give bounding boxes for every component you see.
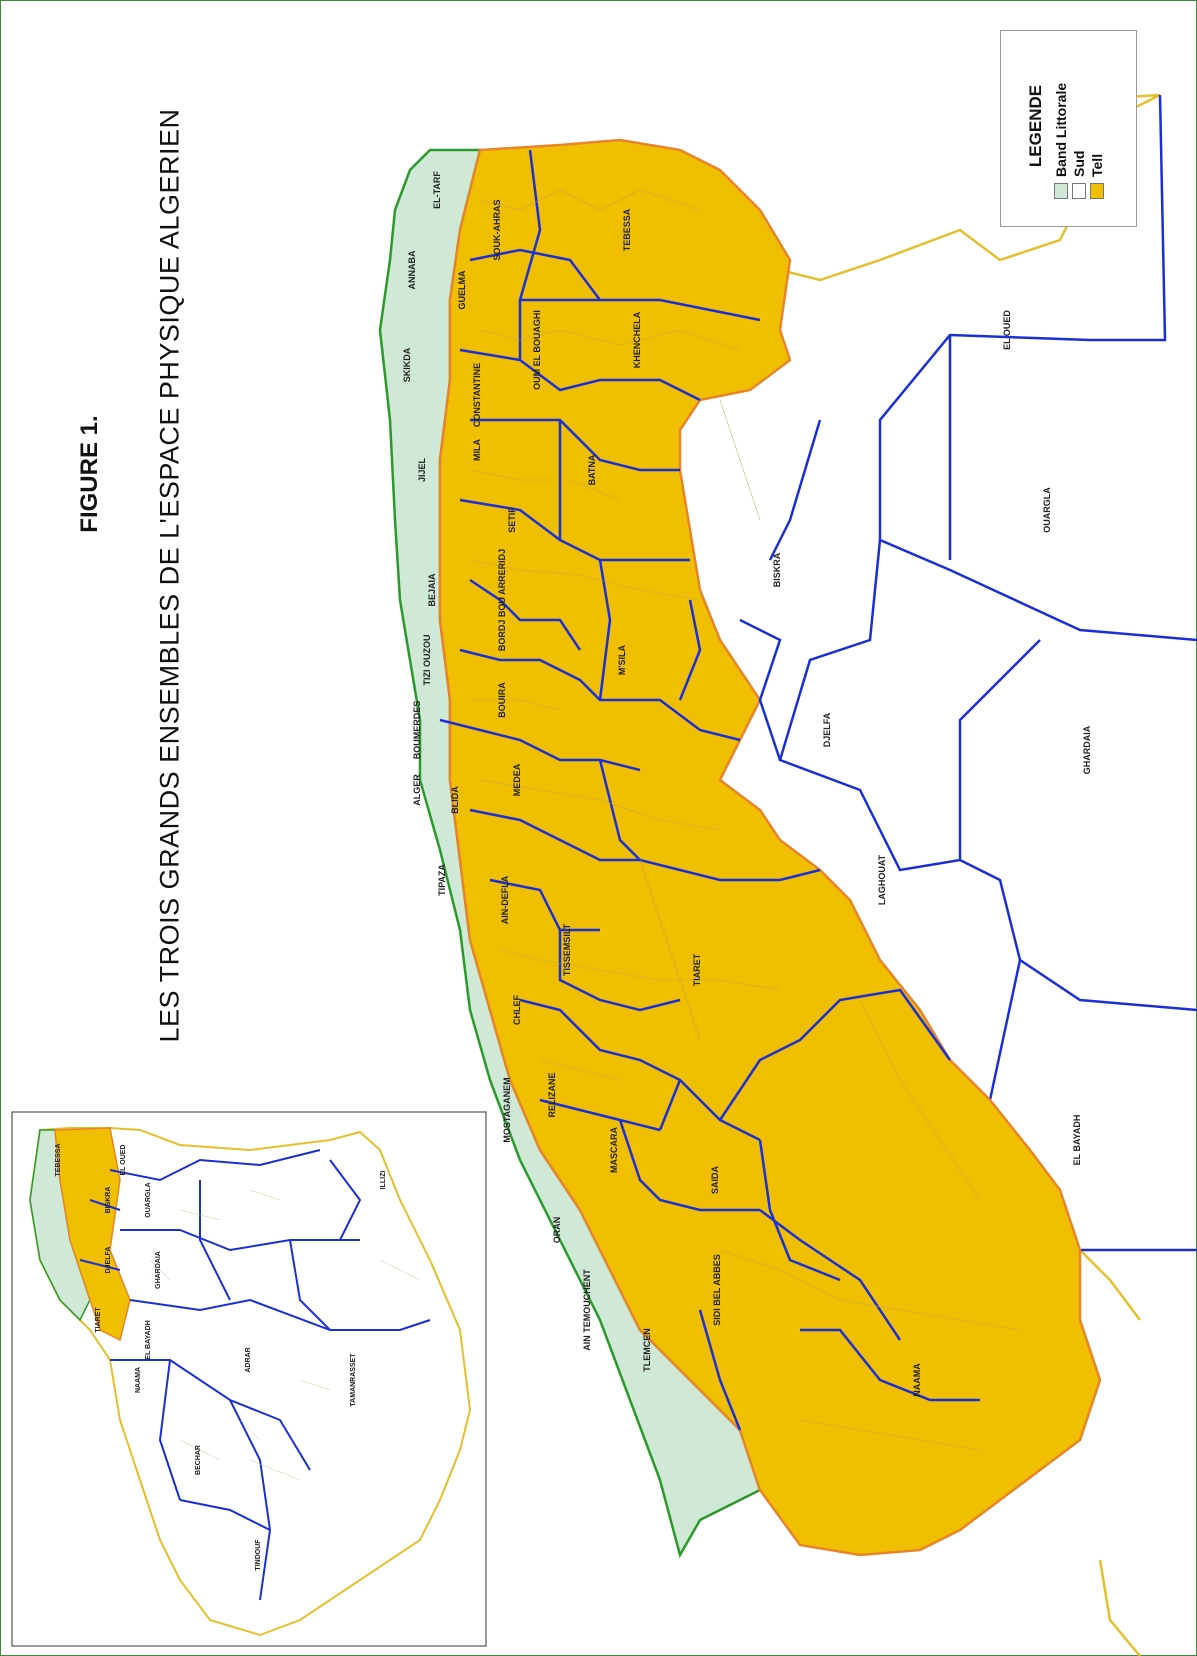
wilaya-label-setif: SETIF bbox=[507, 507, 517, 533]
inset-label-ouargla: OUARGLA bbox=[145, 1182, 152, 1217]
figure-label: FIGURE 1. bbox=[76, 415, 103, 533]
inset-label-el-bayadh: EL BAYADH bbox=[145, 1320, 152, 1359]
wilaya-label-bordj: BORDJ BOU ARRERIDJ bbox=[497, 549, 507, 651]
wilaya-label-djelfa: DJELFA bbox=[822, 712, 832, 747]
legend-item-sud: Sud bbox=[1070, 31, 1088, 199]
wilaya-label-boumerdes: BOUMERDES bbox=[412, 701, 422, 760]
wilaya-label-bouira: BOUIRA bbox=[497, 682, 507, 718]
wilaya-label-el-bayadh: EL BAYADH bbox=[1072, 1115, 1082, 1166]
legend-swatch-coastal bbox=[1054, 183, 1068, 199]
inset-commune-borders bbox=[149, 1189, 421, 1481]
wilaya-label-ain-temouchent: AIN TEMOUCHENT bbox=[582, 1269, 592, 1351]
inset-label-biskra: BISKRA bbox=[105, 1187, 112, 1214]
wilaya-label-biskra: BISKRA bbox=[772, 552, 782, 587]
inset-label-tiaret: TIARET bbox=[95, 1307, 102, 1333]
wilaya-label-saida: SAIDA bbox=[710, 1166, 720, 1195]
inset-wilaya-borders bbox=[79, 1149, 431, 1601]
inset-label-ghardaia: GHARDAIA bbox=[155, 1251, 162, 1289]
wilaya-label-tiaret: TIARET bbox=[692, 953, 702, 986]
wilaya-label-constantine: CONSTANTINE bbox=[472, 363, 482, 427]
wilaya-label-el-tarf: EL-TARF bbox=[432, 171, 442, 209]
inset-label-adrar: ADRAR bbox=[245, 1347, 252, 1372]
wilaya-label-laghouat: LAGHOUAT bbox=[877, 854, 887, 905]
legend-item-tell: Tell bbox=[1088, 31, 1106, 199]
legend: LEGENDE Band Littorale Sud Tell bbox=[1000, 30, 1137, 227]
wilaya-label-el-oued: EL OUED bbox=[1002, 310, 1012, 350]
wilaya-label-mostaganem: MOSTAGANEM bbox=[502, 1077, 512, 1142]
wilaya-label-oran: ORAN bbox=[552, 1217, 562, 1244]
wilaya-label-jijel: JIJEL bbox=[417, 457, 427, 482]
wilaya-label-mila: MILA bbox=[472, 439, 482, 461]
wilaya-label-msila: M'SILA bbox=[617, 644, 627, 675]
wilaya-label-ain-defla: AIN-DEFLA bbox=[500, 875, 510, 924]
legend-swatch-tell bbox=[1090, 183, 1104, 199]
wilaya-label-sidi-bel-abbes: SIDI BEL ABBES bbox=[712, 1254, 722, 1326]
inset-country-border bbox=[28, 1127, 472, 1637]
wilaya-label-khenchela: KHENCHELA bbox=[632, 311, 642, 368]
wilaya-label-tissemsilt: TISSEMSILT bbox=[562, 923, 572, 976]
inset-label-naama: NAAMA bbox=[135, 1367, 142, 1393]
wilaya-label-souk-ahras: SOUK-AHRAS bbox=[492, 199, 502, 260]
commune-borders bbox=[469, 189, 1021, 1451]
inset-label-illizi: ILLIZI bbox=[380, 1171, 387, 1190]
wilaya-label-skikda: SKIKDA bbox=[402, 347, 412, 382]
wilaya-label-oum-el-bouaghi: OUM EL BOUAGHI bbox=[532, 310, 542, 390]
wilaya-label-guelma: GUELMA bbox=[457, 270, 467, 309]
wilaya-label-medea: MEDEA bbox=[512, 763, 522, 796]
inset-label-djelfa: DJELFA bbox=[105, 1247, 112, 1274]
wilaya-label-ouargla: OUARGLA bbox=[1042, 487, 1052, 533]
wilaya-label-tlemcen: TLEMCEN bbox=[642, 1328, 652, 1372]
wilaya-label-blida: BLIDA bbox=[450, 786, 460, 814]
legend-swatch-sud bbox=[1072, 183, 1086, 199]
legend-item-coastal: Band Littorale bbox=[1052, 31, 1070, 199]
wilaya-label-bejaia: BEJAIA bbox=[427, 573, 437, 607]
wilaya-label-relizane: RELIZANE bbox=[547, 1073, 557, 1118]
inset-tell-region bbox=[54, 1127, 131, 1342]
wilaya-label-annaba: ANNABA bbox=[407, 250, 417, 289]
inset-label-bechar: BECHAR bbox=[195, 1445, 202, 1475]
inset-label-el-oued: EL OUED bbox=[120, 1145, 127, 1176]
wilaya-label-naama: NAAMA bbox=[912, 1363, 922, 1397]
wilaya-label-chlef: CHLEF bbox=[512, 995, 522, 1025]
map-title: LES TROIS GRANDS ENSEMBLES DE L'ESPACE P… bbox=[154, 108, 185, 1043]
inset-label-tindouf: TINDOUF bbox=[255, 1539, 262, 1571]
inset-map-algeria: ILLIZI TAMANRASSET ADRAR BECHAR TINDOUF EL BA… bbox=[11, 1111, 487, 1647]
wilaya-label-tebessa: TEBESSA bbox=[622, 208, 632, 251]
wilaya-label-tipaza: TIPAZA bbox=[437, 864, 447, 896]
wilaya-label-ghardaia: GHARDAIA bbox=[1082, 725, 1092, 774]
legend-title: LEGENDE bbox=[1026, 84, 1045, 168]
wilaya-label-mascara: MASCARA bbox=[609, 1127, 619, 1173]
wilaya-label-tizi-ouzou: TIZI OUZOU bbox=[422, 635, 432, 686]
inset-label-tamanrasset: TAMANRASSET bbox=[350, 1353, 357, 1407]
inset-label-tebessa: TEBESSA bbox=[55, 1143, 62, 1176]
wilaya-label-batna: BATNA bbox=[587, 454, 597, 485]
wilaya-label-alger: ALGER bbox=[412, 774, 422, 806]
